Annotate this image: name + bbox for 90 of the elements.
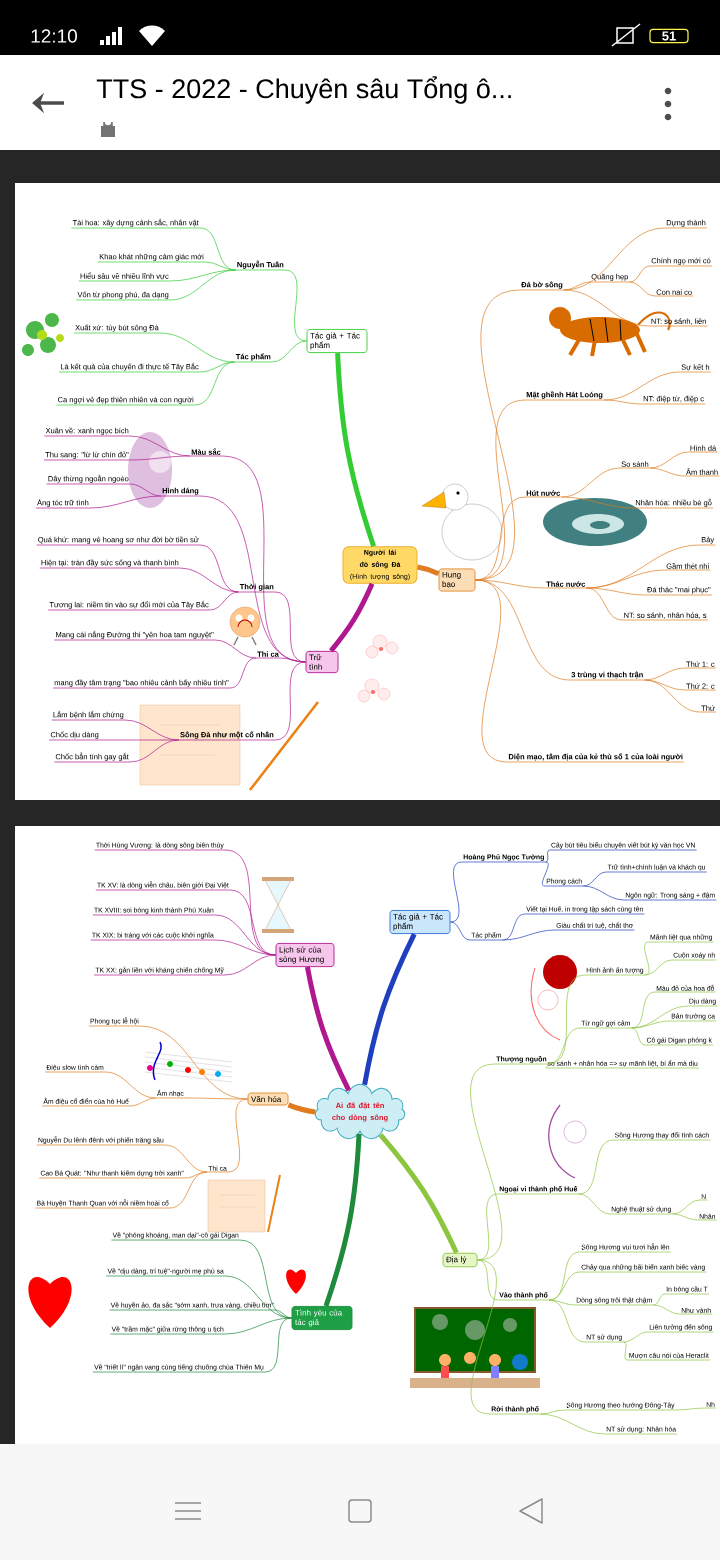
branch-line: [547, 1027, 632, 1065]
branch-line: [90, 939, 276, 956]
branch-line: [304, 966, 352, 1092]
branch-line: [675, 1407, 717, 1411]
branch-line: [39, 567, 239, 593]
branch-line: [653, 1304, 713, 1315]
branch-line: [644, 667, 717, 681]
branch-line: [93, 954, 276, 976]
branch-line: [450, 861, 546, 923]
branch-line: [539, 1409, 677, 1415]
branch-line: [631, 1027, 714, 1046]
branch-line: [178, 661, 306, 741]
branch-line: [631, 1020, 717, 1029]
branch-line: [586, 587, 713, 596]
branch-line: [672, 1199, 708, 1215]
branch-line: [470, 1063, 549, 1261]
branch-line: [155, 1097, 248, 1100]
branch-line: [234, 340, 307, 363]
topic-box: Lịch sử của sông Hương: [275, 942, 335, 968]
topic-box: Tình yêu của tác giả: [291, 1305, 353, 1331]
branch-line: [41, 1097, 157, 1107]
branch-line: [54, 639, 257, 659]
branch-line: [644, 959, 717, 976]
branch-line: [542, 861, 584, 887]
branch-line: [477, 1193, 579, 1261]
branch-line: [52, 657, 257, 689]
page-title: TTS - 2022 - Chuyên sâu Tổng ô...: [96, 76, 511, 104]
branch-line: [539, 1413, 678, 1435]
branch-line: [329, 582, 375, 653]
branch-line: [548, 1299, 654, 1306]
topic-box: Văn hóa: [247, 1092, 289, 1106]
branch-line: [475, 579, 685, 763]
branch-line: [38, 1171, 208, 1179]
branch-line: [36, 1144, 208, 1173]
branch-line: [475, 579, 645, 681]
branch-line: [378, 1133, 459, 1254]
branch-line: [335, 352, 376, 547]
branch-line: [206, 1098, 248, 1173]
branch-line: [603, 399, 706, 405]
branch-line: [78, 269, 236, 282]
branch-line: [109, 1309, 292, 1319]
branch-line: [470, 1259, 541, 1415]
branch-line: [578, 1139, 711, 1195]
branch-line: [623, 1331, 714, 1343]
branch-line: [548, 1299, 624, 1343]
branch-line: [110, 1317, 292, 1335]
branch-line: [653, 1293, 710, 1306]
branch-line: [35, 495, 162, 509]
branch-line: [578, 1193, 673, 1215]
branch-line: [362, 932, 417, 1086]
branch-line: [475, 579, 587, 589]
topic-box: Trữ tình: [305, 650, 339, 674]
branch-line: [43, 455, 191, 461]
branch-line: [629, 281, 694, 297]
branch-line: [672, 1213, 717, 1221]
branch-line: [235, 269, 307, 342]
branch-line: [73, 332, 235, 363]
branch-line: [417, 564, 440, 576]
branch-line: [255, 657, 306, 663]
branch-line: [547, 974, 646, 1065]
topic-box: Tác giả + Tác phẩm: [306, 329, 368, 353]
branch-line: [649, 467, 720, 477]
branch-line: [47, 591, 239, 611]
branch-line: [586, 587, 709, 621]
branch-line: [35, 1171, 208, 1209]
clock-time: 12:10: [31, 29, 77, 43]
branch-line: [649, 451, 718, 469]
branch-line: [545, 849, 697, 863]
branch-line: [92, 1317, 292, 1373]
branch-line: [53, 739, 180, 763]
topic-box: Hung bạo: [438, 568, 476, 592]
branch-line: [582, 885, 717, 901]
branch-line: [56, 361, 235, 406]
branch-line: [323, 1133, 362, 1307]
branch-line: [561, 496, 714, 509]
battery-indicator: 51: [649, 28, 689, 44]
branch-line: [44, 1071, 157, 1099]
branch-line: [623, 1341, 711, 1361]
branch-line: [502, 929, 635, 941]
branch-line: [644, 679, 717, 713]
branch-line: [582, 871, 707, 887]
branch-line: [75, 269, 236, 301]
branch-line: [287, 1102, 316, 1115]
branch-line: [644, 941, 714, 976]
topic-box: Tác giả + Tác phẩm: [389, 910, 451, 935]
branch-line: [450, 921, 503, 941]
branch-line: [629, 265, 713, 283]
topic-box: Địa lý: [442, 1252, 478, 1268]
branch-line: [545, 1063, 700, 1069]
branch-line: [563, 289, 708, 327]
